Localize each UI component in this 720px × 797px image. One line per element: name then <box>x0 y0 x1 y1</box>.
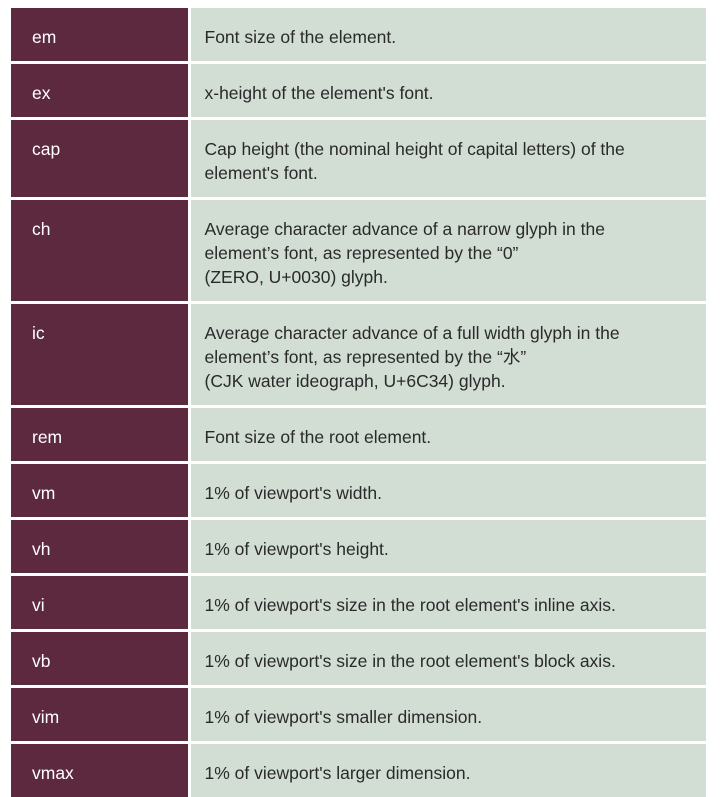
unit-term: vim <box>11 687 189 743</box>
table-row: rem Font size of the root element. <box>11 407 706 463</box>
unit-term: ch <box>11 199 189 303</box>
table-row: ex x-height of the element's font. <box>11 63 706 119</box>
table-row: vm 1% of viewport's width. <box>11 463 706 519</box>
description-line: (CJK water ideograph, U+6C34) glyph. <box>205 369 699 393</box>
unit-description: Cap height (the nominal height of capita… <box>189 119 706 199</box>
description-line: Font size of the element. <box>205 25 699 49</box>
table-row: vb 1% of viewport's size in the root elem… <box>11 631 706 687</box>
description-line: (ZERO, U+0030) glyph. <box>205 265 699 289</box>
description-line: 1% of viewport's height. <box>205 537 699 561</box>
description-line: 1% of viewport's larger dimension. <box>205 761 699 785</box>
unit-term: ex <box>11 63 189 119</box>
unit-description: Average character advance of a full widt… <box>189 303 706 407</box>
unit-term: ic <box>11 303 189 407</box>
unit-description: 1% of viewport's size in the root elemen… <box>189 631 706 687</box>
unit-description: 1% of viewport's width. <box>189 463 706 519</box>
table-row: cap Cap height (the nominal height of cap… <box>11 119 706 199</box>
unit-term: vi <box>11 575 189 631</box>
description-line: 1% of viewport's width. <box>205 481 699 505</box>
table-row: vmax 1% of viewport's larger dimension. <box>11 743 706 797</box>
unit-description: 1% of viewport's smaller dimension. <box>189 687 706 743</box>
description-line: Cap height (the nominal height of capita… <box>205 137 699 161</box>
unit-term: vm <box>11 463 189 519</box>
unit-description: Font size of the root element. <box>189 407 706 463</box>
unit-description: Average character advance of a narrow gl… <box>189 199 706 303</box>
table-row: vh 1% of viewport's height. <box>11 519 706 575</box>
unit-description: 1% of viewport's size in the root elemen… <box>189 575 706 631</box>
description-line: 1% of viewport's size in the root elemen… <box>205 649 699 673</box>
table-row: vi 1% of viewport's size in the root elem… <box>11 575 706 631</box>
table-row: vim 1% of viewport's smaller dimension. <box>11 687 706 743</box>
unit-term: cap <box>11 119 189 199</box>
description-line: Average character advance of a narrow gl… <box>205 217 699 241</box>
description-line: Average character advance of a full widt… <box>205 321 699 345</box>
description-line: element’s font, as represented by the “0… <box>205 241 699 265</box>
table-row: ch Average character advance of a narrow … <box>11 199 706 303</box>
unit-term: vmax <box>11 743 189 797</box>
description-line: 1% of viewport's size in the root elemen… <box>205 593 699 617</box>
table-row: em Font size of the element. <box>11 8 706 63</box>
unit-description: x-height of the element's font. <box>189 63 706 119</box>
unit-description: 1% of viewport's larger dimension. <box>189 743 706 797</box>
unit-term: vh <box>11 519 189 575</box>
units-table-body: em Font size of the element. ex x-height of… <box>11 8 706 797</box>
unit-description: 1% of viewport's height. <box>189 519 706 575</box>
unit-description: Font size of the element. <box>189 8 706 63</box>
css-units-table: em Font size of the element. ex x-height of… <box>11 8 706 797</box>
description-line: Font size of the root element. <box>205 425 699 449</box>
description-line: x-height of the element's font. <box>205 81 699 105</box>
description-line: element's font. <box>205 161 699 185</box>
unit-term: vb <box>11 631 189 687</box>
description-line: 1% of viewport's smaller dimension. <box>205 705 699 729</box>
unit-term: em <box>11 8 189 63</box>
table-row: ic Average character advance of a full wi… <box>11 303 706 407</box>
unit-term: rem <box>11 407 189 463</box>
description-line: element’s font, as represented by the “水… <box>205 345 699 369</box>
